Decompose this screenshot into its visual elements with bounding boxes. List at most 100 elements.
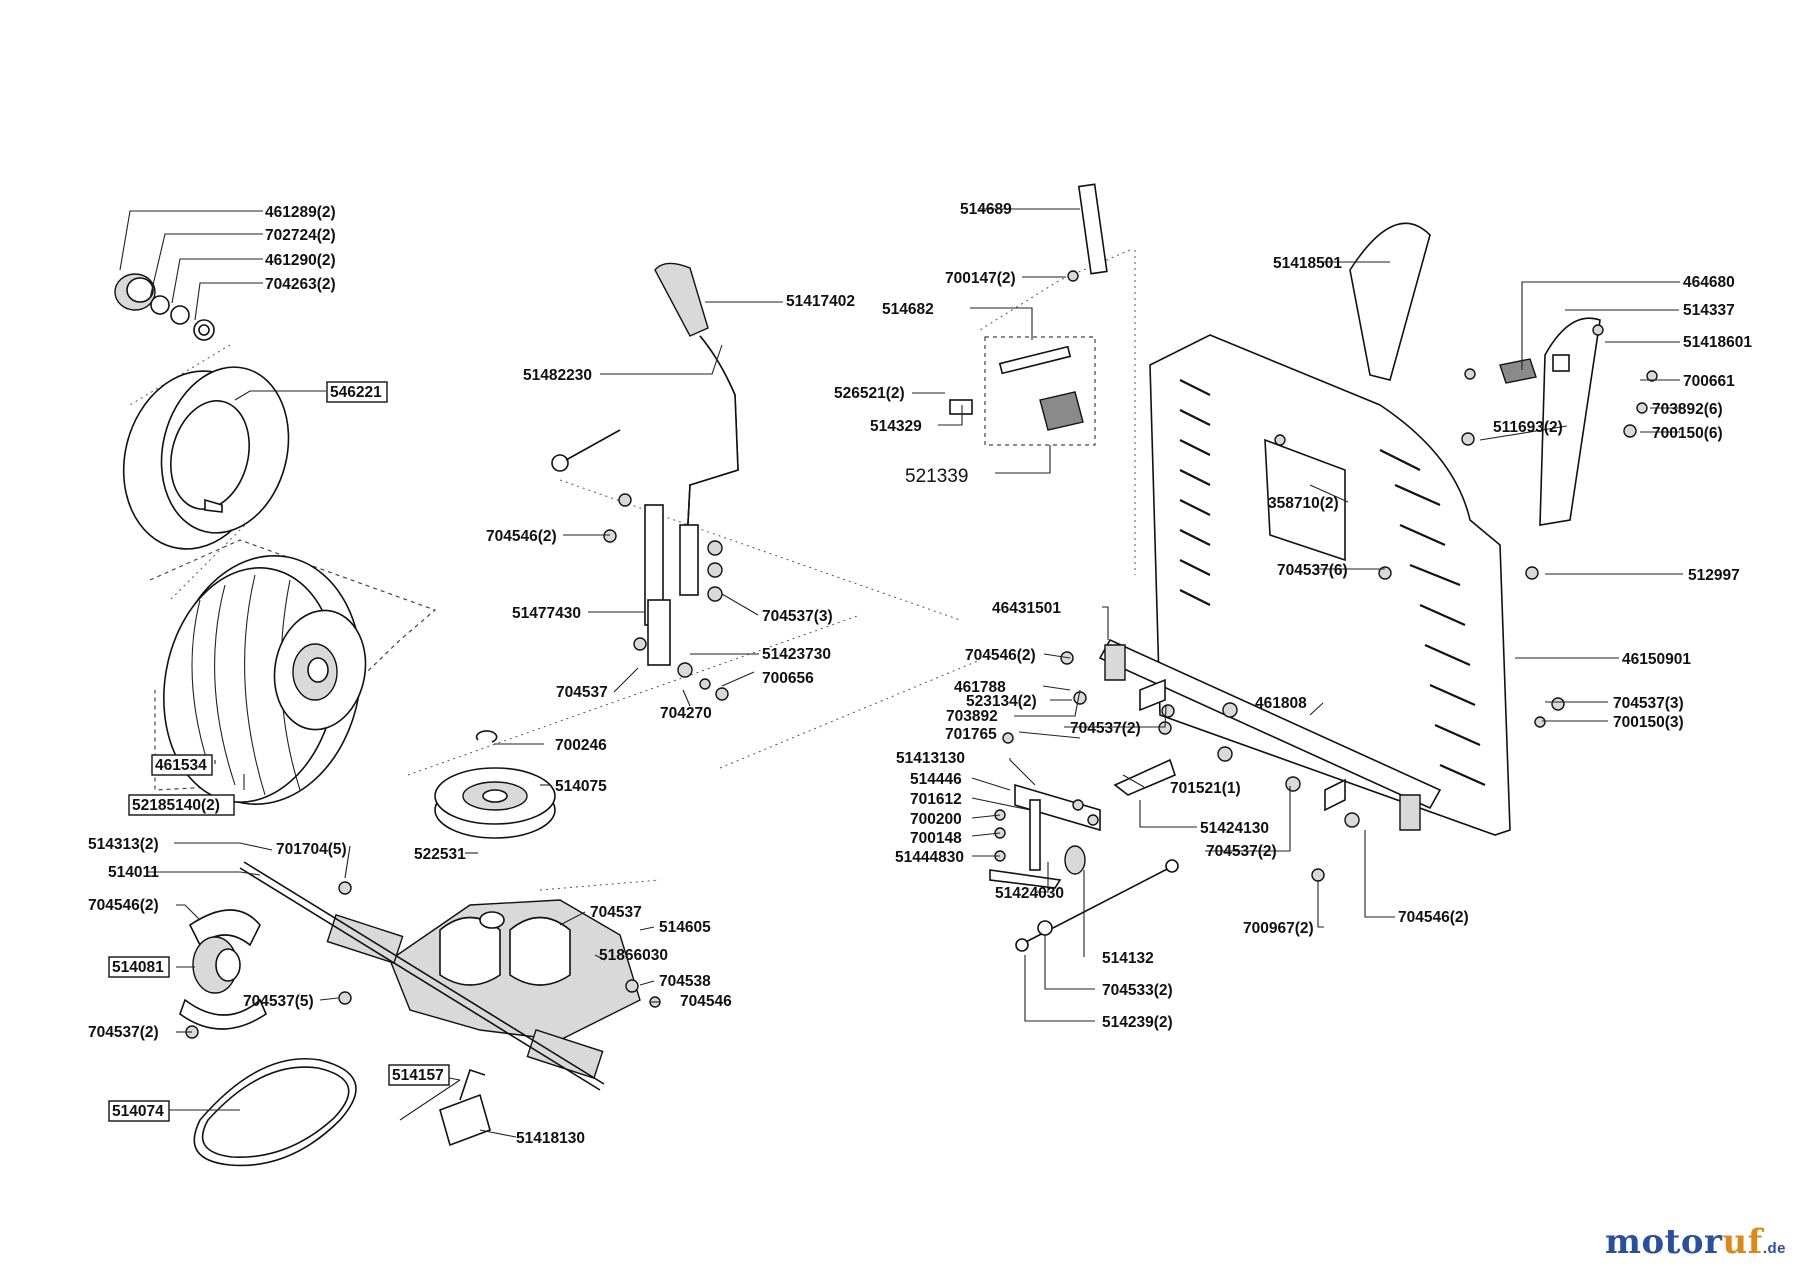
part-label-l26: 51417402 — [786, 293, 855, 310]
part-number-box — [108, 1100, 170, 1122]
part-number-box — [151, 754, 213, 776]
part-label-l28: 704546(2) — [486, 528, 557, 545]
part-number-text: 514689 — [960, 201, 1012, 218]
part-number-text: 704546(2) — [1398, 909, 1469, 926]
part-number-text: 514313(2) — [88, 836, 159, 853]
brand-prefix: motor — [1605, 1222, 1723, 1262]
part-number-text: 461290(2) — [265, 252, 336, 269]
part-label-l22: 704538 — [659, 973, 711, 990]
part-number-text: 514337 — [1683, 302, 1735, 319]
part-number-text: 704270 — [660, 705, 712, 722]
part-label-l33: 704537 — [556, 684, 608, 701]
part-label-l45: 700661 — [1683, 373, 1735, 390]
part-label-l76: 704533(2) — [1102, 982, 1173, 999]
part-label-l04: 704263(2) — [265, 276, 336, 293]
part-number-text: 51866030 — [599, 947, 668, 964]
part-label-l21: 51866030 — [599, 947, 668, 964]
part-number-text: 704537(6) — [1277, 562, 1348, 579]
part-number-text: 704537 — [590, 904, 642, 921]
part-number-text: 514682 — [882, 301, 934, 318]
part-label-l15: 704537(5) — [243, 993, 314, 1010]
part-number-text: 701704(5) — [276, 841, 347, 858]
part-number-text: 514446 — [910, 771, 962, 788]
part-label-l55: 461788 — [954, 679, 1006, 696]
part-number-text: 52185140(2) — [132, 797, 220, 814]
part-number-text: 704537(2) — [1070, 720, 1141, 737]
part-number-text: 51413130 — [896, 750, 965, 767]
fasteners — [185, 270, 1658, 1039]
part-label-l16: 700246 — [555, 737, 607, 754]
clutch-bracket — [399, 1068, 491, 1147]
part-number-text: 704546(2) — [88, 897, 159, 914]
part-number-text: 51417402 — [786, 293, 855, 310]
part-label-l53: 46150901 — [1622, 651, 1691, 668]
part-number-text: 51418601 — [1683, 334, 1752, 351]
part-label-l19: 704537 — [590, 904, 642, 921]
part-label-l40: 521339 — [905, 466, 968, 487]
part-number-text: 514329 — [870, 418, 922, 435]
part-label-l71: 51424130 — [1200, 820, 1269, 837]
part-label-l05: 546221 — [326, 381, 388, 403]
part-label-l35: 514689 — [960, 201, 1012, 218]
part-label-l51: 512997 — [1688, 567, 1740, 584]
part-label-l64: 514446 — [910, 771, 962, 788]
part-label-l46: 703892(6) — [1652, 401, 1723, 418]
part-label-l70: 701521(1) — [1170, 780, 1241, 797]
part-label-l50: 704537(6) — [1277, 562, 1348, 579]
part-number-text: 511693(2) — [1493, 419, 1563, 436]
part-label-l72: 704537(2) — [1206, 843, 1277, 860]
part-number-text: 514239(2) — [1102, 1014, 1173, 1031]
part-number-text: 700148 — [910, 830, 962, 847]
part-number-text: 704546(2) — [965, 647, 1036, 664]
part-label-l67: 700148 — [910, 830, 962, 847]
part-number-text: 704537(2) — [88, 1024, 159, 1041]
part-label-l66: 700200 — [910, 811, 962, 828]
part-number-text: 461808 — [1255, 695, 1307, 712]
part-label-l36: 700147(2) — [945, 270, 1016, 287]
part-number-text: 703892(6) — [1652, 401, 1723, 418]
part-number-text: 704538 — [659, 973, 711, 990]
part-label-l10: 704546(2) — [88, 897, 159, 914]
part-label-l25: 51418130 — [516, 1130, 585, 1147]
part-label-l62: 701765 — [945, 726, 997, 743]
part-label-l44: 51418601 — [1683, 334, 1752, 351]
part-label-l58: 704537(3) — [1613, 695, 1684, 712]
drive-belt — [193, 1058, 357, 1167]
part-label-l37: 514682 — [882, 301, 934, 318]
part-number-text: 702724(2) — [265, 227, 336, 244]
part-number-text: 700246 — [555, 737, 607, 754]
brand-logo: motoruf.de — [1605, 1222, 1786, 1262]
part-label-l68: 51444830 — [895, 849, 964, 866]
part-number-box — [388, 1064, 450, 1086]
rear-panel — [1149, 222, 1601, 836]
part-number-text: 704537(3) — [1613, 695, 1684, 712]
part-number-text: 700200 — [910, 811, 962, 828]
part-label-l77: 514239(2) — [1102, 1014, 1173, 1031]
part-number-text: 512997 — [1688, 567, 1740, 584]
part-number-text: 51418130 — [516, 1130, 585, 1147]
part-label-l23: 704546 — [680, 993, 732, 1010]
part-number-text: 46150901 — [1622, 651, 1691, 668]
part-label-l52: 46431501 — [992, 600, 1061, 617]
part-label-l29: 51477430 — [512, 605, 581, 622]
part-number-text: 51418501 — [1273, 255, 1342, 272]
part-label-l03: 461290(2) — [265, 252, 336, 269]
part-number-text: 464680 — [1683, 274, 1735, 291]
part-label-l47: 700150(6) — [1652, 425, 1723, 442]
part-label-l34: 704270 — [660, 705, 712, 722]
part-number-text: 704263(2) — [265, 276, 336, 293]
part-number-text: 514605 — [659, 919, 711, 936]
speed-control-linkage — [989, 758, 1179, 952]
part-label-l61: 704537(2) — [1070, 720, 1141, 737]
part-label-l13: 514074 — [108, 1100, 170, 1122]
part-number-text: 703892 — [946, 708, 998, 725]
part-number-box — [326, 381, 388, 403]
part-number-text: 46431501 — [992, 600, 1061, 617]
part-number-text: 51482230 — [523, 367, 592, 384]
part-number-text: 51424130 — [1200, 820, 1269, 837]
part-number-text: 514081 — [112, 959, 164, 976]
part-number-text: 546221 — [330, 384, 382, 401]
part-number-text: 701612 — [910, 791, 962, 808]
part-number-text: 514075 — [555, 778, 607, 795]
